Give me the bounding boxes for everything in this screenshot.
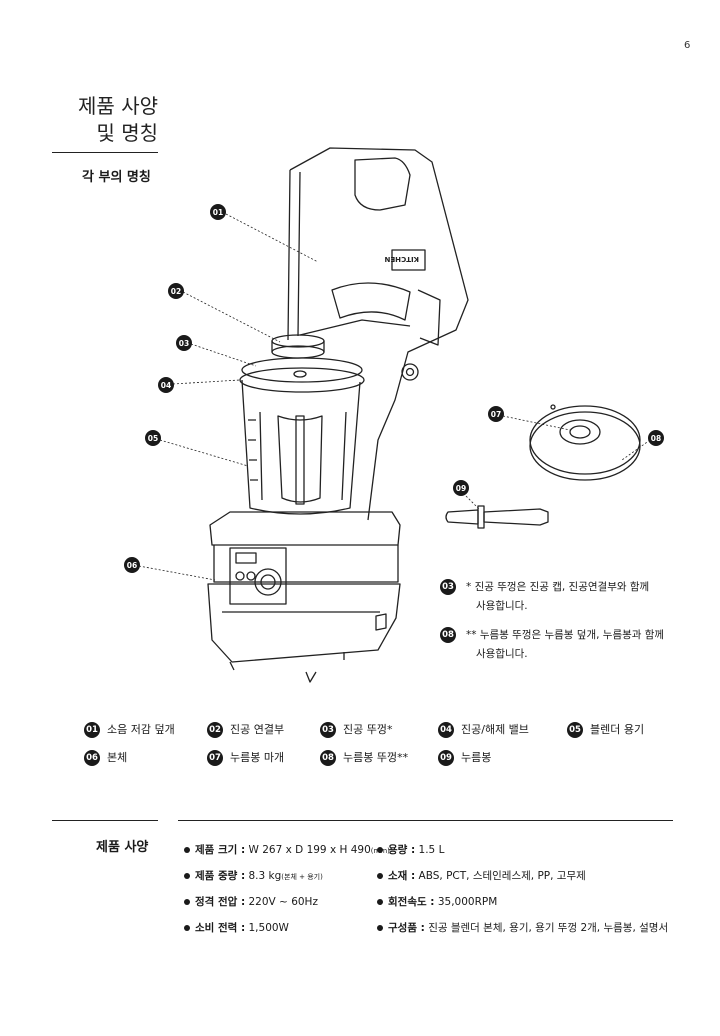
note-line: 사용합니다. — [476, 600, 528, 612]
note-line: 사용합니다. — [476, 648, 528, 660]
spec-label: 구성품 : — [388, 922, 425, 934]
legend-label: 본체 — [107, 751, 128, 764]
spec-item: 용량 : 1.5 L — [377, 842, 444, 857]
legend-item: 08 누름봉 뚜껑** — [320, 749, 408, 766]
spec-rule-left — [52, 820, 158, 821]
note-text: ** 누름봉 뚜껑은 누름봉 덮개, 누름봉과 함께 사용합니다. — [466, 626, 664, 664]
spec-value: 1.5 L — [418, 844, 445, 856]
svg-text:08: 08 — [651, 434, 661, 443]
legend-item: 05 블렌더 용기 — [567, 721, 644, 738]
spec-unit-note: (본체 + 용기) — [281, 873, 323, 881]
callout-09: 09 — [453, 480, 469, 496]
note-vacuum-lid: 03 * 진공 뚜껑은 진공 캡, 진공연결부와 함께 사용합니다. — [440, 578, 710, 618]
legend-item: 03 진공 뚜껑* — [320, 721, 392, 738]
spec-label: 정격 전압 : — [195, 896, 246, 908]
callout-05: 05 — [145, 430, 161, 446]
spec-value: 8.3 kg — [248, 870, 282, 882]
svg-text:09: 09 — [456, 484, 466, 493]
svg-text:06: 06 — [127, 561, 137, 570]
legend-number: 08 — [320, 750, 336, 766]
legend-item: 04 진공/해제 밸브 — [438, 721, 529, 738]
legend-number: 02 — [207, 722, 223, 738]
legend-item: 01 소음 저감 덮개 — [84, 721, 175, 738]
section-title-line2: 및 명칭 — [96, 121, 158, 145]
legend-label: 누름봉 마개 — [230, 751, 285, 764]
base-drawing — [207, 511, 401, 683]
callout-07: 07 — [488, 406, 504, 422]
section-title: 제품 사양 및 명칭 — [62, 93, 158, 147]
section-title-line1: 제품 사양 — [78, 94, 158, 118]
spec-item: 회전속도 : 35,000RPM — [377, 894, 497, 909]
svg-text:03: 03 — [179, 339, 189, 348]
spec-value: ABS, PCT, 스테인레스제, PP, 고무제 — [418, 870, 586, 882]
spec-value: 1,500W — [248, 922, 289, 934]
legend-label: 블렌더 용기 — [590, 723, 645, 736]
legend-label: 누름봉 뚜껑** — [343, 751, 409, 764]
callout-markers: 01 02 03 04 05 06 07 08 09 — [124, 204, 664, 573]
callout-02: 02 — [168, 283, 184, 299]
lid-brand-text: KITCHEN — [384, 255, 419, 263]
svg-text:07: 07 — [491, 410, 501, 419]
legend-number: 07 — [207, 750, 223, 766]
svg-text:02: 02 — [171, 287, 181, 296]
note-line: * 진공 뚜껑은 진공 캡, 진공연결부와 함께 — [466, 581, 650, 593]
legend-label: 진공/해제 밸브 — [461, 723, 529, 736]
callout-08: 08 — [648, 430, 664, 446]
spec-item: 정격 전압 : 220V ~ 60Hz — [184, 894, 318, 909]
svg-text:05: 05 — [148, 434, 158, 443]
blender-diagram: KITCHEN 01 02 03 04 05 06 07 08 09 — [124, 147, 664, 683]
spec-item: 소재 : ABS, PCT, 스테인레스제, PP, 고무제 — [377, 868, 586, 883]
callout-04: 04 — [158, 377, 174, 393]
spec-item: 제품 크기 : W 267 x D 199 x H 490(mm) — [184, 842, 390, 857]
lid-drawing — [239, 334, 365, 393]
spec-label: 소재 : — [388, 870, 416, 882]
svg-text:01: 01 — [213, 208, 223, 217]
section-rule — [52, 152, 158, 153]
parts-subtitle: 각 부의 명칭 — [82, 170, 151, 185]
legend-label: 소음 저감 덮개 — [107, 723, 175, 736]
page-number: 6 — [684, 40, 691, 51]
legend-label: 진공 연결부 — [230, 723, 285, 736]
note-number: 03 — [440, 579, 456, 595]
jar-drawing — [241, 379, 361, 515]
legend-item: 06 본체 — [84, 749, 127, 766]
legend-item: 02 진공 연결부 — [207, 721, 284, 738]
legend-number: 03 — [320, 722, 336, 738]
spec-value: 220V ~ 60Hz — [248, 896, 318, 908]
legend-label: 진공 뚜껑* — [343, 723, 393, 736]
spec-label: 회전속도 : — [388, 896, 435, 908]
callout-03: 03 — [176, 335, 192, 351]
note-text: * 진공 뚜껑은 진공 캡, 진공연결부와 함께 사용합니다. — [466, 578, 649, 616]
note-number: 08 — [440, 627, 456, 643]
svg-text:04: 04 — [161, 381, 171, 390]
legend-number: 04 — [438, 722, 454, 738]
legend-number: 09 — [438, 750, 454, 766]
spec-title: 제품 사양 — [96, 840, 149, 855]
spec-rule-right — [178, 820, 673, 821]
callout-06: 06 — [124, 557, 140, 573]
legend-label: 누름봉 — [461, 751, 492, 764]
spec-label: 용량 : — [388, 844, 416, 856]
callout-01: 01 — [210, 204, 226, 220]
noise-hood-drawing — [287, 147, 469, 521]
note-tamper-lid: 08 ** 누름봉 뚜껑은 누름봉 덮개, 누름봉과 함께 사용합니다. — [440, 626, 710, 666]
spec-value: 진공 블렌더 본체, 용기, 용기 뚜껑 2개, 누름봉, 설명서 — [428, 922, 669, 934]
legend-number: 05 — [567, 722, 583, 738]
spec-value: W 267 x D 199 x H 490 — [248, 844, 371, 856]
tamper-lid-drawing — [529, 404, 641, 481]
tamper-drawing — [445, 505, 549, 529]
spec-label: 소비 전력 : — [195, 922, 246, 934]
legend-number: 01 — [84, 722, 100, 738]
spec-item: 소비 전력 : 1,500W — [184, 920, 289, 935]
spec-item: 제품 중량 : 8.3 kg(본체 + 용기) — [184, 868, 323, 883]
note-line: ** 누름봉 뚜껑은 누름봉 덮개, 누름봉과 함께 — [466, 629, 665, 641]
legend-number: 06 — [84, 750, 100, 766]
spec-label: 제품 크기 : — [195, 844, 246, 856]
spec-label: 제품 중량 : — [195, 870, 246, 882]
spec-item: 구성품 : 진공 블렌더 본체, 용기, 용기 뚜껑 2개, 누름봉, 설명서 — [377, 920, 668, 935]
spec-value: 35,000RPM — [437, 896, 498, 908]
legend-item: 09 누름봉 — [438, 749, 491, 766]
legend-item: 07 누름봉 마개 — [207, 749, 284, 766]
